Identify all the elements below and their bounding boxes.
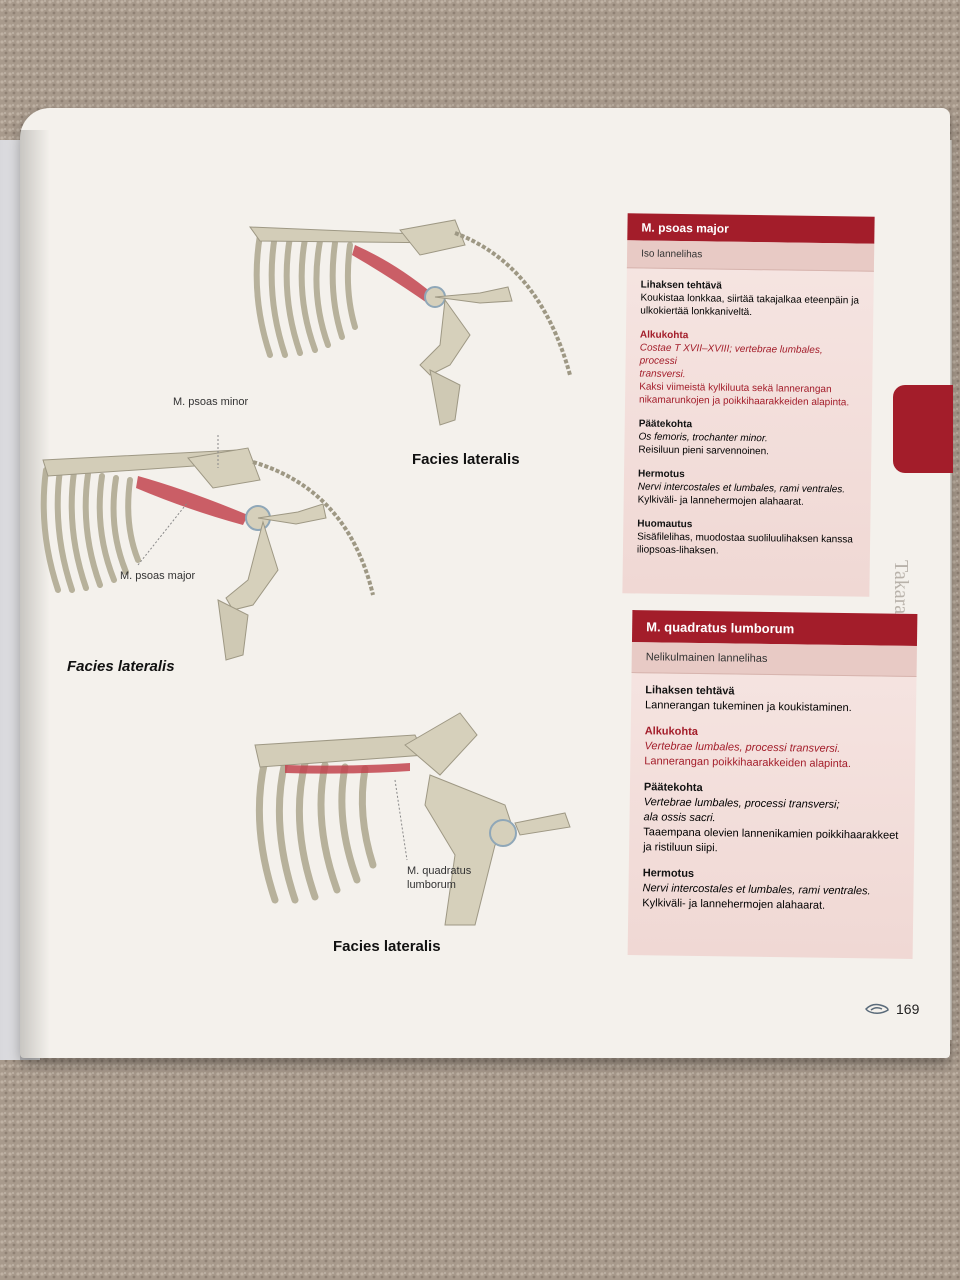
chapter-thumb-tab (893, 385, 953, 473)
section-origin: Alkukohta Costae T XVII–XVIII; vertebrae… (639, 328, 859, 409)
label-quadratus-lumborum: M. quadratus lumborum (407, 864, 471, 892)
skeleton-illustration-top (248, 219, 572, 426)
figure-label-middle: Facies lateralis (67, 658, 175, 675)
figure-label-top: Facies lateralis (412, 451, 520, 468)
origin-text: Lannerangan poikkihaarakkeiden alapinta. (644, 755, 852, 771)
label-quadratus-line2: lumborum (407, 879, 456, 891)
section-note: Huomautus Sisäfilelihas, muodostaa suoli… (637, 517, 857, 559)
note-text: Sisäfilelihas, muodostaa suoliluulihakse… (636, 531, 853, 557)
section-origin: Alkukohta Vertebrae lumbales, processi t… (644, 724, 902, 773)
origin-text: Kaksi viimeistä kylkiluuta sekä lanneran… (638, 381, 850, 409)
info-panel-psoas-major: M. psoas major Iso lannelihas Lihaksen t… (622, 213, 875, 597)
info-panel-quadratus-lumborum: M. quadratus lumborum Nelikulmainen lann… (627, 610, 918, 959)
insertion-text: Reisiluun pieni sarvennoinen. (638, 444, 770, 458)
skeleton-illustration-middle (40, 435, 375, 661)
panel-title: M. psoas major (627, 213, 875, 244)
label-psoas-major: M. psoas major (120, 570, 196, 582)
function-text: Lannerangan tukeminen ja koukistaminen. (645, 699, 852, 715)
section-nerve: Hermotus Nervi intercostales et lumbales… (638, 467, 858, 509)
panel-title: M. quadratus lumborum (631, 610, 918, 647)
section-insertion: Päätekohta Vertebrae lumbales, processi … (643, 780, 901, 859)
spine-shadow (20, 130, 50, 1060)
figure-label-bottom: Facies lateralis (333, 938, 441, 955)
label-quadratus-line1: M. quadratus (407, 865, 472, 877)
skeleton-illustration-bottom (254, 712, 571, 926)
origin-latin-1: Costae T XVII–XVIII; vertebrae lumbales,… (639, 342, 823, 367)
function-text: Koukistaa lonkkaa, siirtää takajalkaa et… (640, 292, 860, 319)
publisher-logo-icon (865, 1003, 889, 1014)
section-nerve: Hermotus Nervi intercostales et lumbales… (642, 866, 900, 915)
page-number-text: 169 (896, 1001, 920, 1017)
section-function: Lihaksen tehtävä Lannerangan tukeminen j… (645, 683, 902, 717)
label-psoas-minor: M. psoas minor (173, 396, 249, 408)
panel-subtitle: Iso lannelihas (626, 240, 875, 272)
insertion-text: Taaempana olevien lannenikamien poikkiha… (643, 826, 899, 855)
section-insertion: Päätekohta Os femoris, trochanter minor.… (638, 417, 858, 459)
panel-subtitle: Nelikulmainen lannelihas (631, 642, 917, 678)
page-number: 169 (864, 1001, 919, 1017)
section-function: Lihaksen tehtävä Koukistaa lonkkaa, siir… (640, 278, 860, 320)
